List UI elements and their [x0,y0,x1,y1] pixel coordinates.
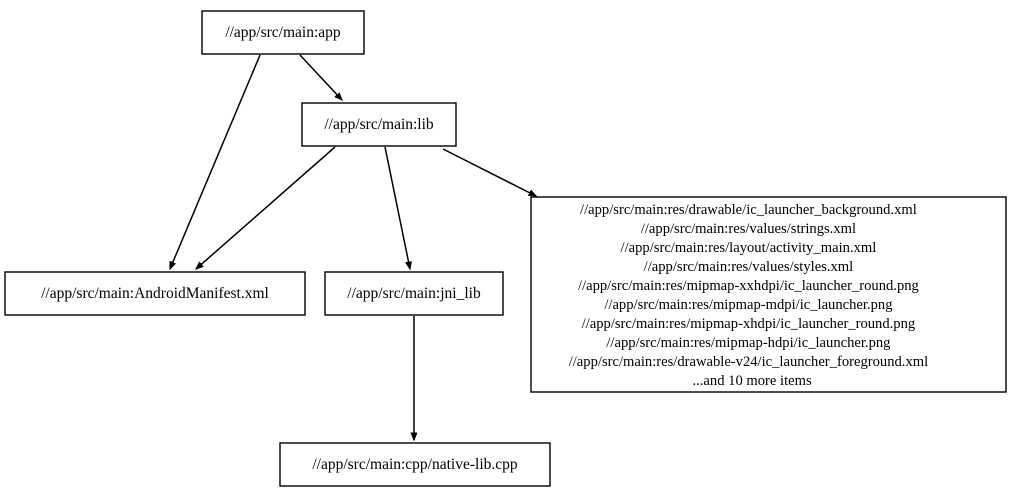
node-lib[interactable]: //app/src/main:lib [301,102,457,147]
node-app-label: //app/src/main:app [225,24,341,41]
graph-nodes: //app/src/main:app //app/src/main:lib //… [4,10,1007,487]
node-native-lib-cpp-box[interactable] [279,442,551,487]
edge-lib-to-manifest [196,146,336,269]
res-group-line: //app/src/main:res/drawable/ic_launcher_… [580,202,917,218]
res-group-line: //app/src/main:res/mipmap-xxhdpi/ic_laun… [578,278,920,294]
node-jni-lib-box[interactable] [324,271,504,316]
node-app[interactable]: //app/src/main:app [201,10,365,55]
node-res-group-label: //app/src/main:res/drawable/ic_launcher_… [569,202,969,389]
node-android-manifest[interactable]: //app/src/main:AndroidManifest.xml [4,271,306,316]
res-group-line: //app/src/main:res/mipmap-xhdpi/ic_launc… [582,316,916,332]
node-lib-box[interactable] [301,102,457,147]
res-group-line: //app/src/main:res/mipmap-hdpi/ic_launch… [606,335,891,351]
edge-lib-to-res-group [442,148,536,197]
node-android-manifest-label: //app/src/main:AndroidManifest.xml [41,285,269,302]
node-app-box[interactable] [201,10,365,55]
res-group-line: //app/src/main:res/values/strings.xml [641,221,856,237]
node-res-group[interactable]: //app/src/main:res/drawable/ic_launcher_… [530,196,1007,393]
res-group-line: //app/src/main:res/mipmap-mdpi/ic_launch… [604,297,893,313]
node-jni-lib[interactable]: //app/src/main:jni_lib [324,271,504,316]
node-jni-lib-label: //app/src/main:jni_lib [347,285,481,302]
edge-app-to-lib [299,54,342,100]
node-res-group-box[interactable] [530,196,1007,393]
node-lib-label: //app/src/main:lib [324,116,434,133]
node-android-manifest-box[interactable] [4,271,306,316]
node-native-lib-cpp[interactable]: //app/src/main:cpp/native-lib.cpp [279,442,551,487]
res-group-line: //app/src/main:res/drawable-v24/ic_launc… [569,354,928,370]
res-group-line: //app/src/main:res/layout/activity_main.… [621,240,877,256]
res-group-line-more: ...and 10 more items [692,373,811,389]
edge-app-to-manifest [169,54,261,269]
res-group-line: //app/src/main:res/values/styles.xml [644,259,854,275]
node-native-lib-cpp-label: //app/src/main:cpp/native-lib.cpp [312,456,518,473]
edge-lib-to-jni-lib [384,146,410,269]
graph-edges [169,54,536,440]
